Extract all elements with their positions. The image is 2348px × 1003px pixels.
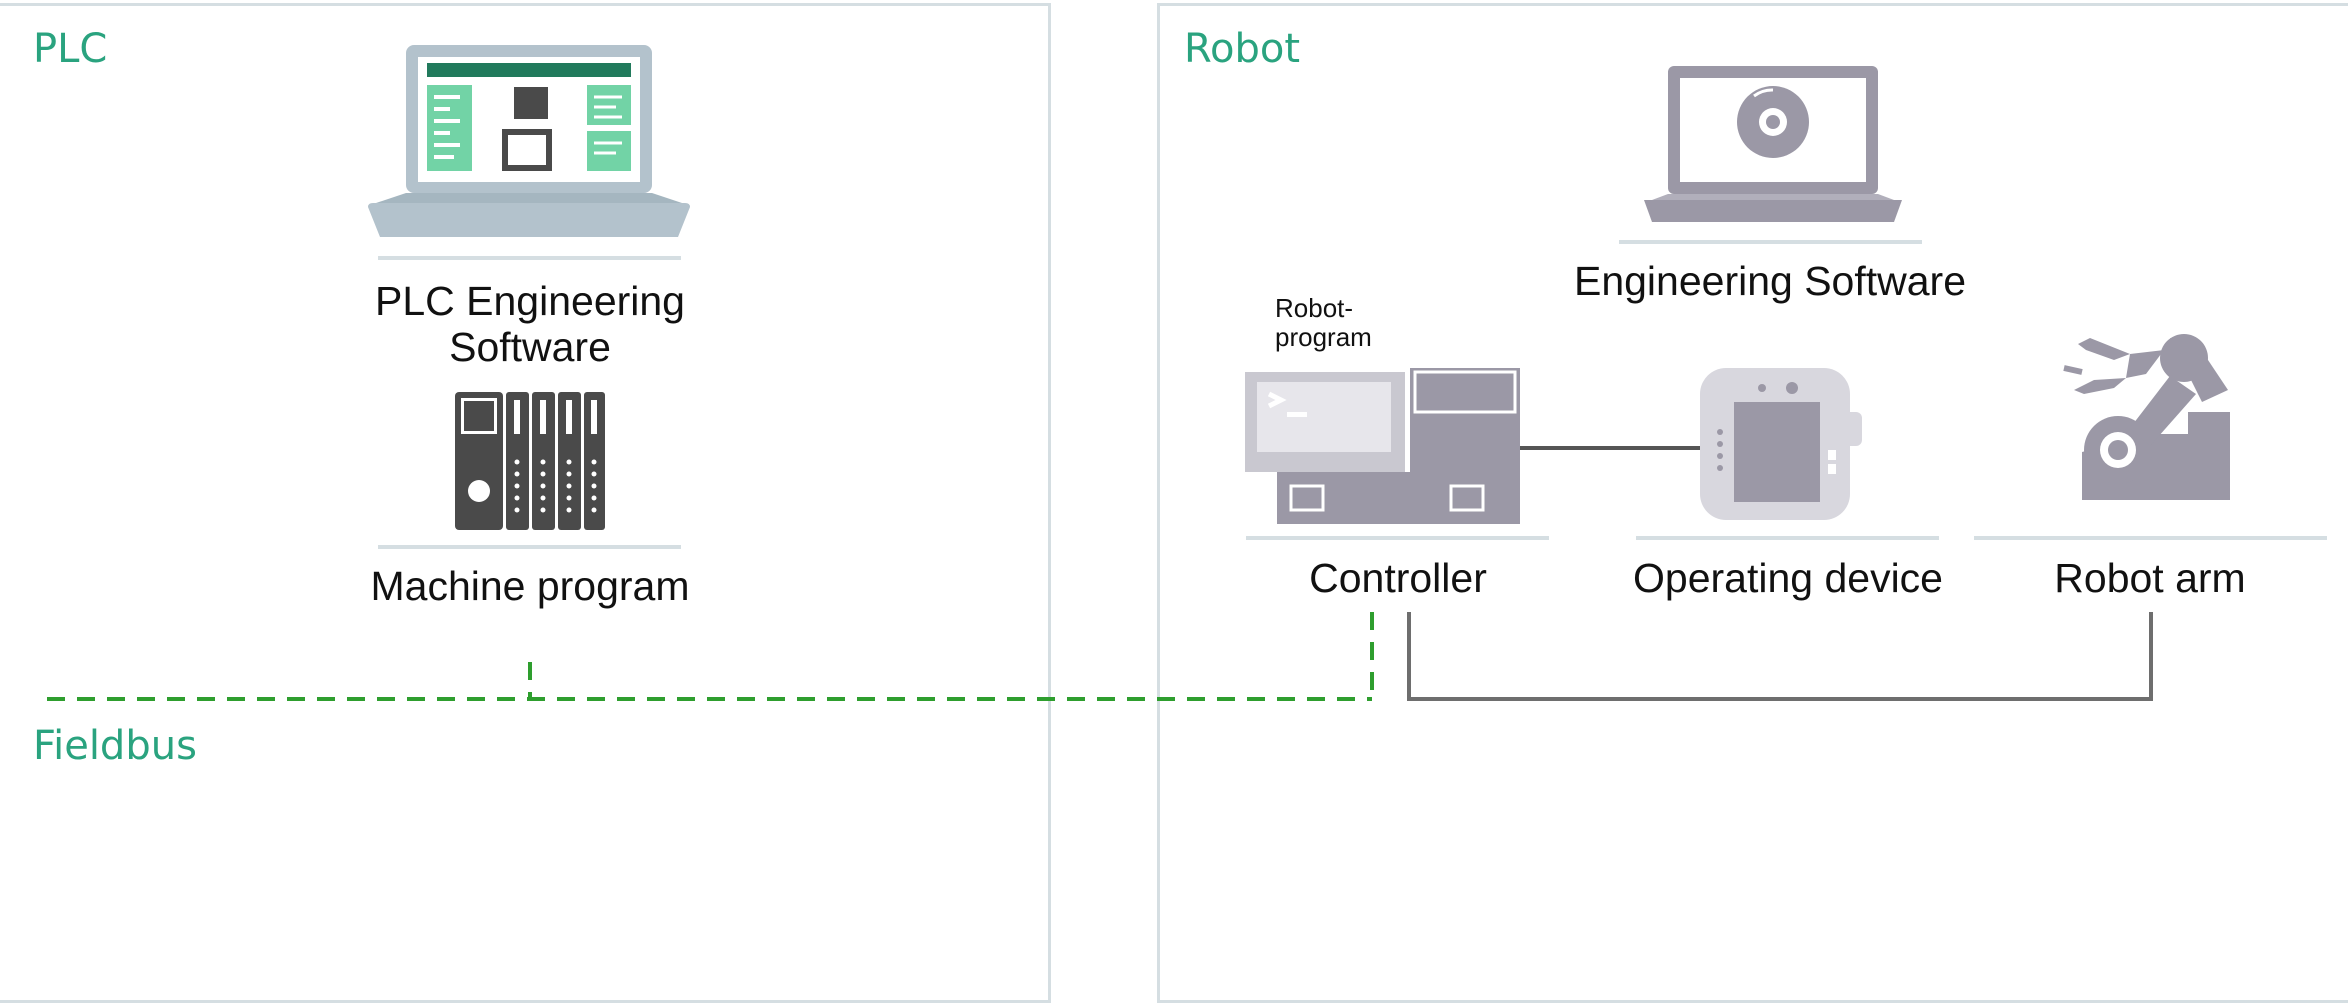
plc-software-separator: [378, 256, 681, 260]
controller-icon: [1245, 368, 1520, 524]
machine-program-label: Machine program: [370, 563, 690, 609]
robot-arm-separator: [1974, 536, 2327, 540]
plc-laptop-icon: [368, 45, 690, 237]
operating-device-label: Operating device: [1633, 555, 1943, 601]
controller-label: Controller: [1309, 555, 1487, 601]
robot-arm-icon: [2063, 334, 2230, 500]
plc-module-icon: [455, 392, 605, 530]
fieldbus-line: [47, 612, 1374, 701]
fieldbus-section-title: Fieldbus: [33, 723, 197, 769]
plc-section-title: PLC: [33, 26, 108, 72]
operating-device-separator: [1636, 536, 1939, 540]
robot-engineering-software-label: Engineering Software: [1573, 258, 1967, 304]
controller-separator: [1246, 536, 1549, 540]
plc-program-separator: [378, 545, 681, 549]
robot-software-separator: [1619, 240, 1922, 244]
robot-section-title: Robot: [1184, 26, 1301, 72]
plc-engineering-software-label: PLC Engineering Software: [375, 278, 685, 370]
robot-program-label: Robot-program: [1275, 293, 1372, 352]
robot-arm-label: Robot arm: [2054, 555, 2246, 601]
teach-pendant-icon: [1700, 368, 1862, 520]
robot-cable-line: [1407, 612, 2153, 701]
laptop-disc-icon: [1644, 66, 1902, 222]
